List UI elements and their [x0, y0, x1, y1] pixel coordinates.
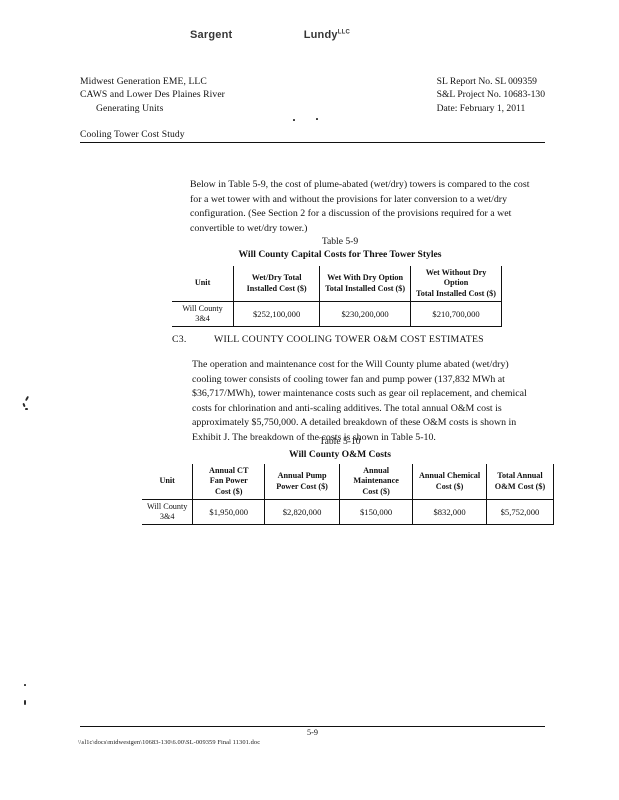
header-left-block: Midwest Generation EME, LLC CAWS and Low…	[80, 62, 225, 141]
col-header-unit: Unit	[172, 266, 235, 303]
header-right-block: SL Report No. SL 009359 S&L Project No. …	[437, 62, 545, 115]
header-project-line: CAWS and Lower Des Plaines River	[80, 89, 225, 101]
table-5-10-number: Table 5-10	[319, 436, 361, 447]
table-5-9-title: Will County Capital Costs for Three Towe…	[238, 248, 442, 260]
sargent-lundy-logo: Sargent & LundyLLC	[190, 26, 350, 44]
col-header-total-om-cost: Total Annual O&M Cost ($)	[485, 464, 555, 501]
scan-speckle	[24, 684, 26, 686]
table-5-9-head: Unit Wet/Dry Total Installed Cost ($) We…	[172, 266, 502, 303]
cell-pump-power-cost: $2,820,000	[264, 499, 340, 526]
col-header-wet-with-dry-option: Wet With Dry Option Total Installed Cost…	[319, 266, 412, 303]
table-5-10-body: Will County 3&4 $1,950,000 $2,820,000 $1…	[142, 499, 555, 526]
section-number: C3.	[172, 334, 187, 345]
page-header: Midwest Generation EME, LLC CAWS and Low…	[80, 62, 545, 141]
intro-paragraph: Below in Table 5-9, the cost of plume-ab…	[190, 179, 530, 234]
table-5-9-body: Will County 3&4 $252,100,000 $230,200,00…	[172, 301, 502, 328]
logo-text-lundy: LundyLLC	[303, 29, 350, 41]
section-title: WILL COUNTY COOLING TOWER O&M COST ESTIM…	[214, 334, 484, 345]
footer-divider-rule	[80, 726, 545, 727]
cell-chemical-cost: $832,000	[412, 499, 487, 526]
scan-speckle	[24, 395, 30, 402]
header-divider-rule	[80, 142, 545, 143]
table-row: Will County 3&4 $1,950,000 $2,820,000 $1…	[142, 499, 555, 526]
cell-wet-dry-total: $252,100,000	[233, 301, 321, 328]
footer-file-path: \\sl1c\docs\midwestgen\10683-130\6.00\SL…	[78, 739, 261, 746]
header-study-title: Cooling Tower Cost Study	[80, 129, 185, 141]
table-5-10-title: Will County O&M Costs	[289, 448, 391, 460]
table-5-9-caption: Table 5-9 Will County Capital Costs for …	[190, 236, 490, 262]
cell-unit: Will County 3&4	[142, 499, 194, 526]
header-company: Midwest Generation EME, LLC	[80, 76, 207, 88]
scan-speckle	[316, 118, 318, 120]
table-5-9: Unit Wet/Dry Total Installed Cost ($) We…	[172, 266, 502, 328]
cell-wet-with-dry-option: $230,200,000	[319, 301, 412, 328]
col-header-wet-dry-total: Wet/Dry Total Installed Cost ($)	[233, 266, 321, 303]
col-header-maintenance-cost: Annual Maintenance Cost ($)	[338, 464, 414, 501]
logo-text-sargent: Sargent	[190, 29, 233, 41]
scan-speckle	[293, 119, 295, 121]
section-heading-c3: C3. WILL COUNTY COOLING TOWER O&M COST E…	[172, 334, 542, 345]
cell-total-om-cost: $5,752,000	[485, 499, 555, 526]
table-header-row: Unit Annual CT Fan Power Cost ($) Annual…	[142, 464, 555, 501]
header-date: Date: February 1, 2011	[436, 102, 526, 114]
header-report-no: SL Report No. SL 009359	[436, 76, 537, 88]
logo-trademark: LLC	[337, 29, 350, 36]
table-header-row: Unit Wet/Dry Total Installed Cost ($) We…	[172, 266, 502, 303]
header-project-line-2: Generating Units	[96, 102, 164, 114]
scan-speckle	[24, 700, 26, 705]
col-header-unit: Unit	[142, 464, 194, 501]
scan-speckle	[25, 408, 28, 410]
header-project-no: S&L Project No. 10683-130	[436, 89, 545, 101]
cell-unit: Will County 3&4	[172, 301, 235, 328]
table-5-10-head: Unit Annual CT Fan Power Cost ($) Annual…	[142, 464, 555, 501]
table-5-9-number: Table 5-9	[321, 236, 359, 247]
col-header-fan-power-cost: Annual CT Fan Power Cost ($)	[192, 464, 266, 501]
table-5-10-caption: Table 5-10 Will County O&M Costs	[190, 436, 490, 462]
page-number: 5-9	[307, 728, 318, 737]
cell-fan-power-cost: $1,950,000	[192, 499, 266, 526]
col-header-pump-power-cost: Annual Pump Power Cost ($)	[264, 464, 340, 501]
scan-speckle	[22, 402, 26, 408]
table-5-10: Unit Annual CT Fan Power Cost ($) Annual…	[142, 464, 555, 526]
om-cost-paragraph: The operation and maintenance cost for t…	[192, 359, 527, 443]
cell-maintenance-cost: $150,000	[338, 499, 414, 526]
col-header-chemical-cost: Annual Chemical Cost ($)	[412, 464, 487, 501]
table-row: Will County 3&4 $252,100,000 $230,200,00…	[172, 301, 502, 328]
col-header-wet-without-dry-option: Wet Without Dry Option Total Installed C…	[410, 266, 502, 303]
cell-wet-without-dry-option: $210,700,000	[410, 301, 502, 328]
